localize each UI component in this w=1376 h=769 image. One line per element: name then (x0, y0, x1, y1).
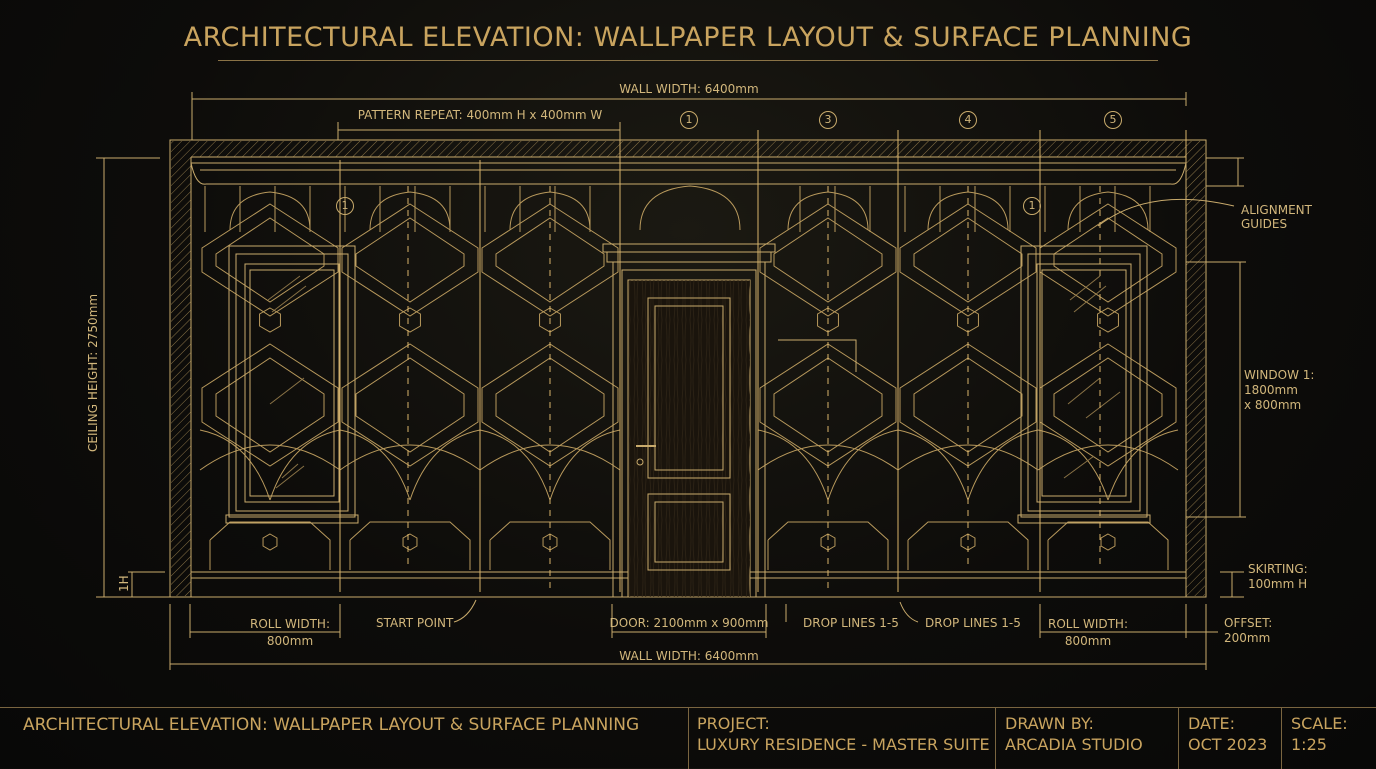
door (602, 243, 776, 598)
pattern-stroke (899, 203, 1037, 317)
roll-width-right-label: ROLL WIDTH:800mm (1047, 617, 1129, 648)
date-value: OCT 2023 (1188, 735, 1268, 754)
pattern-stroke (479, 444, 621, 471)
offset-label: OFFSET:200mm (1224, 616, 1273, 645)
pattern-stroke (209, 521, 331, 570)
left-window (225, 245, 359, 524)
door-dimension-label: DOOR: 2100mm x 900mm (609, 616, 769, 630)
title-block-scale-cell: SCALE: 1:25 (1281, 708, 1376, 769)
pattern-stroke (757, 444, 899, 471)
pattern-stroke (489, 521, 611, 570)
title-underline (218, 60, 1158, 61)
pattern-stroke (495, 217, 605, 303)
left-wall-hatch (171, 157, 191, 596)
pattern-stroke (549, 429, 621, 501)
project-value: LUXURY RESIDENCE - MASTER SUITE (697, 735, 990, 754)
pattern-stroke (215, 357, 325, 453)
pattern-stroke (1053, 357, 1163, 453)
pattern-stroke (1100, 533, 1116, 551)
pattern-stroke (897, 429, 969, 501)
wall-width-top-label: WALL WIDTH: 6400mm (619, 82, 759, 96)
skirting-height-marker: 1H (117, 575, 131, 592)
drop-marker-4: 4 (959, 111, 977, 129)
pattern-stroke (402, 533, 418, 551)
drop-marker-3: 3 (819, 111, 837, 129)
pattern-stroke (199, 444, 341, 471)
scale-value: 1:25 (1291, 735, 1327, 754)
panel-marker-left: 1 (336, 197, 354, 215)
roll-width-left-label: ROLL WIDTH:800mm (249, 617, 331, 648)
pattern-stroke (1039, 343, 1177, 467)
panel-marker-right: 1 (1023, 197, 1041, 215)
pattern-stroke (341, 343, 479, 467)
pattern-stroke (1037, 444, 1179, 471)
pattern-stroke (229, 191, 311, 231)
project-label: PROJECT: (697, 714, 770, 733)
pattern-stroke (767, 521, 889, 570)
pattern-stroke (897, 444, 1039, 471)
pattern-stroke (1067, 191, 1149, 231)
title-block-title: ARCHITECTURAL ELEVATION: WALLPAPER LAYOU… (23, 715, 640, 735)
pattern-stroke (639, 185, 741, 231)
pattern-stroke (369, 191, 451, 231)
dimension-lines (96, 92, 1246, 670)
pattern-repeat-label: PATTERN REPEAT: 400mm H x 400mm W (357, 108, 603, 122)
pattern-stroke (1039, 203, 1177, 317)
drawing-title: ARCHITECTURAL ELEVATION: WALLPAPER LAYOU… (183, 22, 1193, 53)
pattern-stroke (339, 444, 481, 471)
pattern-stroke (215, 217, 325, 303)
pattern-stroke (773, 217, 883, 303)
pattern-stroke (1097, 307, 1119, 333)
scale-label: SCALE: (1291, 714, 1348, 733)
pattern-stroke (355, 357, 465, 453)
pattern-stroke (757, 429, 829, 501)
pattern-stroke (1053, 217, 1163, 303)
pattern-stroke (201, 343, 339, 467)
pattern-stroke (262, 533, 278, 551)
title-block: ARCHITECTURAL ELEVATION: WALLPAPER LAYOU… (0, 707, 1376, 769)
drawn-by-value: ARCADIA STUDIO (1005, 735, 1143, 754)
drop-marker-5: 5 (1104, 111, 1122, 129)
pattern-stroke (199, 429, 271, 501)
right-wall-hatch (1186, 157, 1205, 596)
date-label: DATE: (1188, 714, 1236, 733)
pattern-stroke (201, 203, 339, 317)
cornice (190, 162, 1187, 185)
ceiling-height-label: CEILING HEIGHT: 2750mm (86, 293, 100, 452)
right-window (1017, 245, 1151, 524)
pattern-stroke (759, 203, 897, 317)
pattern-stroke (481, 203, 619, 317)
ceiling-hatch (171, 141, 1205, 157)
pattern-stroke (1047, 521, 1169, 570)
pattern-stroke (259, 307, 281, 333)
pattern-stroke (339, 429, 411, 501)
title-block-project-cell: PROJECT: LUXURY RESIDENCE - MASTER SUITE (688, 708, 996, 769)
wall-width-bottom-label: WALL WIDTH: 6400mm (619, 649, 759, 663)
pattern-stroke (827, 429, 899, 501)
pattern-stroke (907, 521, 1029, 570)
pattern-stroke (355, 217, 465, 303)
pattern-stroke (409, 429, 481, 501)
title-block-drawn-by-cell: DRAWN BY: ARCADIA STUDIO (995, 708, 1179, 769)
drop-lines (339, 130, 1187, 592)
drop-lines-label-a: DROP LINES 1-5 (803, 616, 899, 630)
skirting-label: SKIRTING:100mm H (1248, 562, 1308, 591)
pattern-stroke (349, 521, 471, 570)
pattern-stroke (1037, 429, 1109, 501)
drop-lines-label-b: DROP LINES 1-5 (925, 616, 1021, 630)
title-block-date-cell: DATE: OCT 2023 (1178, 708, 1282, 769)
start-point-label: START POINT (376, 616, 454, 630)
title-block-title-cell: ARCHITECTURAL ELEVATION: WALLPAPER LAYOU… (0, 708, 688, 769)
pattern-stroke (399, 307, 421, 333)
drop-marker-1: 1 (680, 111, 698, 129)
pattern-stroke (269, 429, 341, 501)
drawn-by-label: DRAWN BY: (1005, 714, 1094, 733)
pattern-stroke (1107, 429, 1179, 501)
pattern-stroke (341, 203, 479, 317)
pattern-stroke (913, 217, 1023, 303)
pattern-stroke (479, 429, 551, 501)
